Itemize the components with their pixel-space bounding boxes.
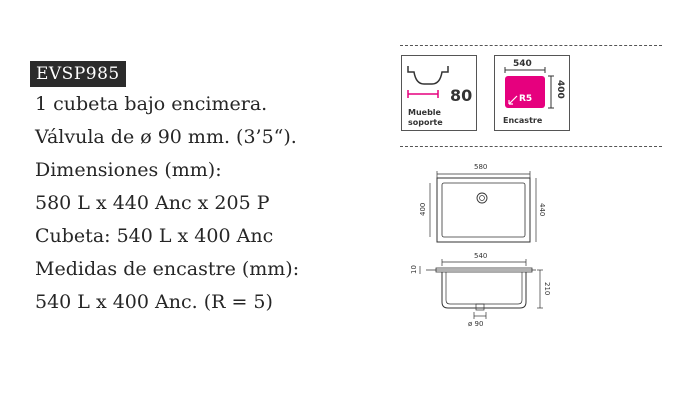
cabinet-caption-1: Mueble <box>408 108 441 117</box>
divider-top <box>400 45 662 46</box>
spec-line-dimensions-label: Dimensiones (mm): <box>35 159 222 181</box>
spec-line-cutout: 540 L x 400 Anc. (R = 5) <box>35 291 273 313</box>
top-view-outer-height-label: 440 <box>538 203 546 216</box>
section-depth-label: 210 <box>543 282 551 295</box>
section-rim-label: 10 <box>410 265 418 274</box>
top-view-width-label: 580 <box>474 163 487 171</box>
sink-top-view: 580 400 440 <box>419 163 546 243</box>
cutout-dimension-icon <box>504 67 554 109</box>
cabinet-caption-2: soporte <box>408 118 443 127</box>
cutout-caption: Encastre <box>503 116 543 125</box>
sink-section-view: 540 10 210 ø 90 <box>410 252 551 328</box>
divider-middle <box>400 146 662 147</box>
cutout-width-label: 540 <box>513 59 532 69</box>
sink-cabinet-icon <box>407 66 449 98</box>
section-width-label: 540 <box>474 252 487 260</box>
cutout-icon-box: 540 R5 400 Encastre <box>494 55 570 131</box>
spec-line-dimensions: 580 L x 440 Anc x 205 P <box>35 192 270 214</box>
cutout-height-label: 400 <box>555 80 565 99</box>
spec-line-valve: Válvula de ø 90 mm. (3’5“). <box>35 126 297 148</box>
spec-line-basin: Cubeta: 540 L x 400 Anc <box>35 225 274 247</box>
cabinet-value: 80 <box>450 86 473 105</box>
top-view-inner-height-label: 400 <box>419 203 427 216</box>
section-valve-label: ø 90 <box>468 320 483 328</box>
model-badge: EVSP985 <box>30 61 126 87</box>
cutout-radius-label: R5 <box>519 94 533 104</box>
spec-line-basin-count: 1 cubeta bajo encimera. <box>35 93 268 115</box>
spec-line-cutout-label: Medidas de encastre (mm): <box>35 258 300 280</box>
cabinet-icon-box: 80 Mueble soporte <box>401 55 477 131</box>
